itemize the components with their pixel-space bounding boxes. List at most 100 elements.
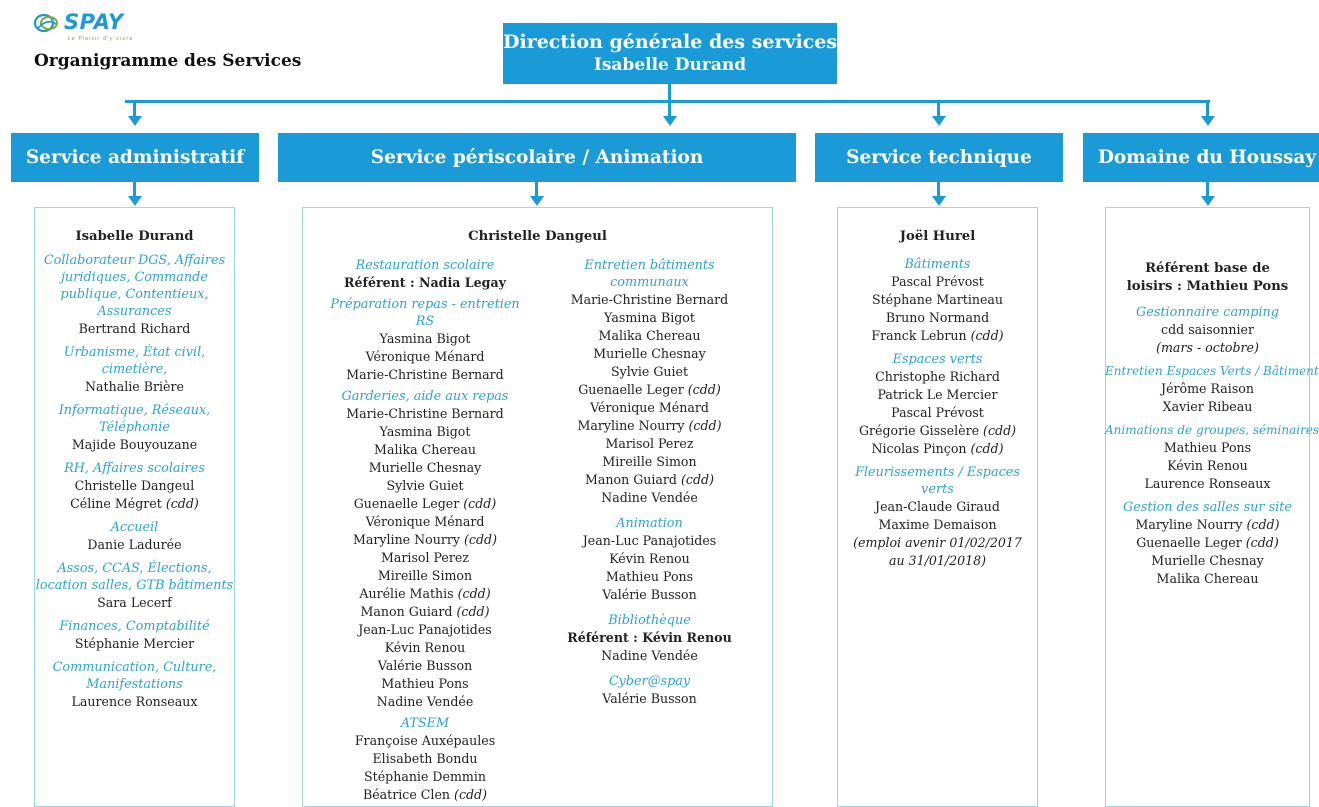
group: Communication, Culture, Manifestations L… bbox=[34, 659, 235, 711]
connector-periscolaire-box bbox=[535, 182, 538, 198]
person-note: (mars - octobre) bbox=[1156, 340, 1259, 355]
person: Christophe Richard bbox=[875, 369, 1000, 384]
person: Elisabeth Bondu bbox=[372, 751, 478, 766]
group: RH, Affaires scolaires Christelle Dangeu… bbox=[34, 460, 235, 513]
person: Véronique Ménard bbox=[365, 349, 485, 364]
direction-box: Direction générale des services Isabelle… bbox=[503, 23, 837, 84]
person-note: (emploi avenir 01/02/2017 bbox=[853, 535, 1022, 550]
group-title: Garderies, aide aux repas bbox=[341, 389, 509, 404]
person: Pascal Prévost bbox=[891, 405, 984, 420]
person: Bertrand Richard bbox=[78, 321, 191, 336]
group-title: Espaces verts bbox=[892, 352, 983, 367]
group-title: Fleurissements / Espaces verts bbox=[855, 465, 1020, 497]
person: Mathieu Pons bbox=[1163, 440, 1252, 455]
person: Céline Mégret (cdd) bbox=[70, 496, 199, 511]
group-title: RH, Affaires scolaires bbox=[64, 461, 205, 476]
arrow-houssay-icon bbox=[1201, 116, 1215, 126]
group-referent: Référent : Kévin Renou bbox=[567, 630, 732, 645]
person: Mireille Simon bbox=[602, 454, 697, 469]
connector-horizontal bbox=[125, 100, 1210, 103]
person: Nadine Vendée bbox=[376, 694, 474, 709]
group-title: Gestionnaire camping bbox=[1136, 305, 1279, 320]
column-administratif: Isabelle Durand Collaborateur DGS, Affai… bbox=[34, 228, 235, 711]
group-title: Restauration scolaire bbox=[355, 258, 495, 273]
service-head: Référent base de loisirs : Mathieu Pons bbox=[1126, 261, 1289, 294]
person: Guenaelle Leger (cdd) bbox=[1136, 535, 1279, 550]
person: Kévin Renou bbox=[1167, 458, 1248, 473]
person: Malika Chereau bbox=[374, 442, 476, 457]
arrow-periscolaire-box-icon bbox=[530, 196, 544, 206]
person: Aurélie Mathis (cdd) bbox=[359, 586, 491, 601]
cdd-tag: (cdd) bbox=[983, 423, 1017, 438]
cdd-tag: (cdd) bbox=[1245, 535, 1279, 550]
group: Assos, CCAS, Élections, location salles,… bbox=[34, 560, 235, 612]
arrow-technique-box-icon bbox=[932, 196, 946, 206]
arrow-admin-box-icon bbox=[128, 196, 142, 206]
column-periscolaire-left: Restauration scolaire Référent : Nadia L… bbox=[320, 257, 530, 804]
person: Nadine Vendée bbox=[601, 648, 698, 663]
arrow-houssay-box-icon bbox=[1201, 196, 1215, 206]
person: Valérie Busson bbox=[602, 587, 697, 602]
group-title: Préparation repas - entretien RS bbox=[330, 297, 520, 329]
person: Kévin Renou bbox=[384, 640, 466, 655]
person: Stéphane Martineau bbox=[871, 292, 1004, 307]
person: Maryline Nourry (cdd) bbox=[1135, 517, 1280, 532]
person: Jean-Claude Giraud bbox=[875, 499, 1000, 514]
person: Nicolas Pinçon (cdd) bbox=[871, 441, 1004, 456]
person: Malika Chereau bbox=[1156, 571, 1259, 586]
group-title: Entretien bâtiments communaux bbox=[584, 258, 715, 290]
person: Sylvie Guiet bbox=[610, 364, 689, 379]
cdd-tag: (cdd) bbox=[687, 382, 721, 397]
group: Informatique, Réseaux, Téléphonie Majide… bbox=[34, 402, 235, 454]
person: Jérôme Raison bbox=[1161, 381, 1254, 396]
person: Stéphanie Mercier bbox=[74, 636, 195, 651]
person: Pascal Prévost bbox=[891, 274, 984, 289]
person: Valérie Busson bbox=[377, 658, 473, 673]
direction-title: Direction générale des services bbox=[503, 31, 838, 53]
periscolaire-head-wrap: Christelle Dangeul bbox=[302, 228, 773, 246]
person: Franck Lebrun (cdd) bbox=[871, 328, 1004, 343]
group-title: Communication, Culture, Manifestations bbox=[52, 660, 217, 692]
service-head: Joël Hurel bbox=[899, 229, 976, 244]
person: Mireille Simon bbox=[377, 568, 473, 583]
person: Marie-Christine Bernard bbox=[346, 367, 504, 382]
group-title: ATSEM bbox=[400, 716, 450, 731]
direction-name: Isabelle Durand bbox=[593, 55, 747, 75]
group-title: Gestion des salles sur site bbox=[1123, 500, 1292, 515]
cdd-tag: (cdd) bbox=[456, 604, 490, 619]
page-title: Organigramme des Services bbox=[34, 51, 302, 71]
person: Maryline Nourry (cdd) bbox=[352, 532, 498, 547]
column-periscolaire-right: Entretien bâtiments communaux Marie-Chri… bbox=[543, 257, 756, 708]
connector-periscolaire bbox=[668, 100, 671, 118]
person: Sara Lecerf bbox=[97, 595, 172, 610]
column-houssay: Référent base de loisirs : Mathieu Pons … bbox=[1105, 260, 1319, 588]
person: Majide Bouyouzane bbox=[71, 437, 198, 452]
group: Finances, Comptabilité Stéphanie Mercier bbox=[34, 618, 235, 653]
person: Marisol Perez bbox=[381, 550, 469, 565]
group-title: Urbanisme, État civil, cimetière, bbox=[63, 345, 206, 377]
person: Bruno Normand bbox=[885, 310, 990, 325]
person: Marisol Perez bbox=[605, 436, 694, 451]
person: Murielle Chesnay bbox=[593, 346, 706, 361]
person: Nadine Vendée bbox=[601, 490, 698, 505]
service-header-periscolaire: Service périscolaire / Animation bbox=[278, 133, 796, 182]
person: Christelle Dangeul bbox=[74, 478, 195, 493]
service-head: Isabelle Durand bbox=[75, 229, 194, 244]
cdd-tag: (cdd) bbox=[970, 328, 1004, 343]
person: Yasmina Bigot bbox=[379, 331, 471, 346]
group-title: Bibliothèque bbox=[608, 613, 691, 628]
service-header-houssay: Domaine du Houssay bbox=[1083, 133, 1319, 182]
cdd-tag: (cdd) bbox=[970, 441, 1004, 456]
column-technique: Joël Hurel Bâtiments Pascal Prévost Stép… bbox=[837, 228, 1038, 570]
person: Véronique Ménard bbox=[590, 400, 709, 415]
logo-tagline: Le Plaisir d'y vivre bbox=[68, 36, 134, 42]
group-title: Accueil bbox=[110, 520, 159, 535]
group-title: Bâtiments bbox=[904, 257, 971, 272]
person: Françoise Auxépaules bbox=[354, 733, 496, 748]
person: Mathieu Pons bbox=[605, 569, 694, 584]
person: Véronique Ménard bbox=[365, 514, 485, 529]
connector-technique-box bbox=[937, 182, 940, 198]
service-header-technique: Service technique bbox=[815, 133, 1063, 182]
person: Kévin Renou bbox=[609, 551, 690, 566]
group: Accueil Danie Ladurée bbox=[34, 519, 235, 554]
